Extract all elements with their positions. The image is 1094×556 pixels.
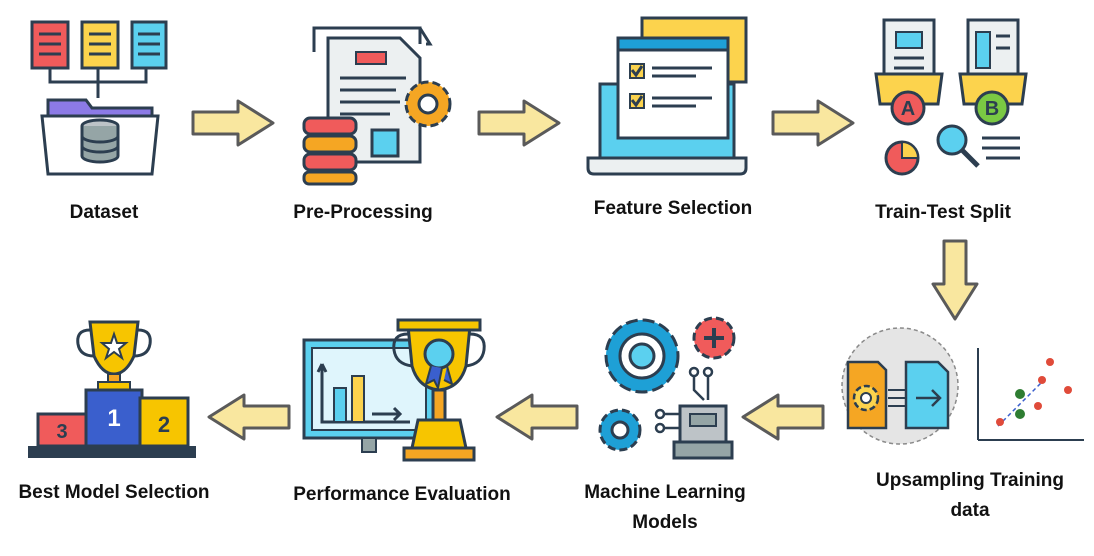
laptop-checklist-icon	[586, 16, 748, 176]
left-arrow-icon	[207, 393, 291, 441]
stage-label-upsampling: Upsampling Training data	[876, 470, 1064, 521]
dataset-folder-icon	[30, 20, 168, 176]
podium-first-place: 1	[107, 405, 120, 432]
stage-label-dataset: Dataset	[69, 202, 139, 223]
left-arrow-icon	[495, 393, 579, 441]
right-arrow-icon	[191, 99, 275, 147]
right-arrow-icon	[477, 99, 561, 147]
split-label-b: B	[985, 98, 999, 120]
left-arrow-icon	[741, 393, 825, 441]
down-arrow-icon	[931, 239, 979, 321]
right-arrow-icon	[771, 99, 855, 147]
podium-second-place: 2	[158, 412, 170, 437]
podium-icon: 1 2 3	[28, 320, 196, 458]
upsampling-icon	[841, 327, 1084, 445]
gears-robot-icon	[598, 316, 736, 460]
trophy-chart-icon	[302, 318, 486, 462]
split-label-a: A	[901, 98, 915, 120]
stage-label-train-test-split: Train-Test Split	[875, 202, 1011, 223]
stage-label-feature-selection: Feature Selection	[593, 198, 753, 219]
stage-label-performance-evaluation: Performance Evaluation	[293, 484, 511, 505]
stage-label-pre-processing: Pre-Processing	[293, 202, 433, 223]
stage-label-best-model-selection: Best Model Selection	[18, 482, 210, 503]
podium-third-place: 3	[56, 421, 67, 443]
ab-split-icon: A B	[874, 18, 1028, 176]
stage-label-ml-models: Machine Learning Models	[584, 482, 746, 533]
document-gear-icon	[302, 26, 452, 186]
